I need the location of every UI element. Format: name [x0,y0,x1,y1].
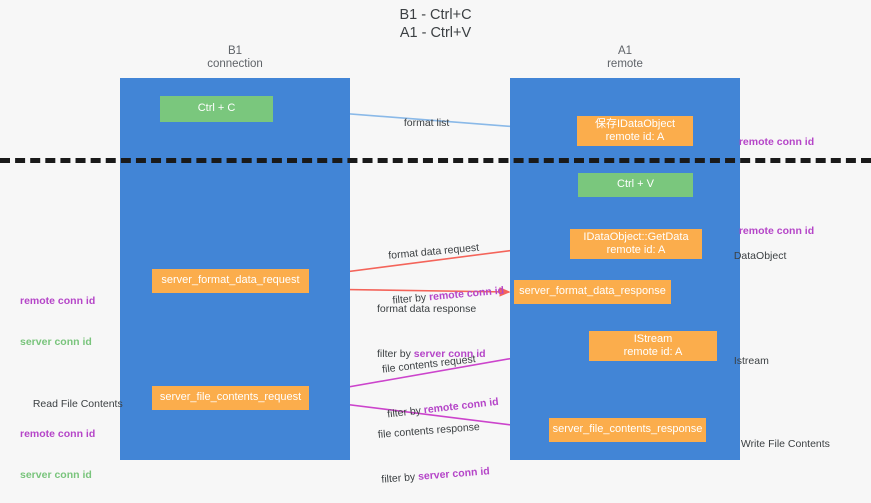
node-ctrl-v-line1: Ctrl + V [617,178,654,191]
node-save-idataobject-line2: remote id: A [605,131,665,143]
edge-label-format-data-request-text: format data request [387,241,480,262]
annotation-left-conn-ids-bottom: remote conn id server conn id [20,401,95,496]
annotation-left-conn-ids-top: remote conn id server conn id [20,268,95,363]
edge-label-file-contents-response: file contents response filter by server … [375,389,491,502]
annotation-read-file-contents-text: Read File Contents [32,397,123,410]
phase-divider [0,158,871,163]
annotation-istream-text: Istream [733,354,769,367]
annotation-write-file-contents-text: Write File Contents [740,437,830,450]
annotation-right-write-file-contents: Write File Contents [735,424,830,451]
edge-label-format-data-response: format data response filter by server co… [377,272,486,377]
node-server-format-data-response-label: server_format_data_response [519,285,666,298]
node-server-format-data-response[interactable]: server_format_data_response [514,280,671,304]
annotation-remote-conn-id: remote conn id [738,135,815,148]
node-istream-line1: IStream [633,332,673,345]
node-server-file-contents-response-label: server_file_contents_response [552,423,703,436]
node-idataobject-getdata-line2: remote id: A [606,244,666,256]
annotation-server-conn-id: server conn id [20,468,92,481]
edge-label-file-contents-request-text: file contents request [381,353,477,376]
annotation-right-remote-conn-id-top: remote conn id [733,122,814,149]
annotation-left-read-file-contents: Read File Contents [27,384,123,411]
node-idataobject-getdata[interactable]: IDataObject::GetData remote id: A [570,229,702,259]
node-ctrl-v[interactable]: Ctrl + V [578,173,693,197]
lane-header-a1-subtitle: remote [607,58,643,70]
filter-key-server-conn-id: server conn id [417,465,491,483]
node-istream-line2: remote id: A [623,346,683,358]
node-istream[interactable]: IStream remote id: A [589,331,717,361]
filter-prefix: filter by [380,470,419,486]
node-server-file-contents-request[interactable]: server_file_contents_request [152,386,309,410]
node-idataobject-getdata-line1: IDataObject::GetData [583,230,689,243]
annotation-server-conn-id: server conn id [20,335,92,348]
lane-header-b1-title: B1 [227,45,243,57]
annotation-remote-conn-id: remote conn id [20,428,96,440]
lane-header-b1-subtitle: connection [207,58,263,70]
edge-label-format-data-response-text: format data response [377,303,477,315]
edge-label-format-list-text: format list [403,117,450,129]
edge-label-format-data-response-filter: filter by server conn id [377,347,486,362]
page-title: B1 - Ctrl+C A1 - Ctrl+V [399,7,472,41]
annotation-dataobject-text: DataObject [733,249,787,262]
node-server-file-contents-request-label: server_file_contents_request [159,391,302,404]
node-server-file-contents-response[interactable]: server_file_contents_response [549,418,706,442]
node-server-format-data-request[interactable]: server_format_data_request [152,269,309,293]
edge-label-format-list: format list [398,101,450,131]
filter-prefix: filter by [377,348,414,360]
annotation-remote-conn-id: remote conn id [738,224,815,237]
node-ctrl-c-line1: Ctrl + C [197,102,236,115]
annotation-right-remote-conn-id-mid: remote conn id [733,211,814,238]
node-save-idataobject-line1: 保存IDataObject [594,117,676,130]
annotation-remote-conn-id: remote conn id [20,295,96,307]
filter-key-server-conn-id: server conn id [413,348,486,360]
node-server-format-data-request-label: server_format_data_request [161,274,300,287]
edge-label-file-contents-response-text: file contents response [377,420,481,441]
annotation-right-istream: Istream [728,341,769,368]
node-save-idataobject[interactable]: 保存IDataObject remote id: A [577,116,693,146]
lane-header-a1-title: A1 [617,45,633,57]
node-ctrl-c[interactable]: Ctrl + C [160,96,273,122]
annotation-right-dataobject: DataObject [728,236,787,263]
edge-label-file-contents-response-filter: filter by server conn id [381,464,490,487]
